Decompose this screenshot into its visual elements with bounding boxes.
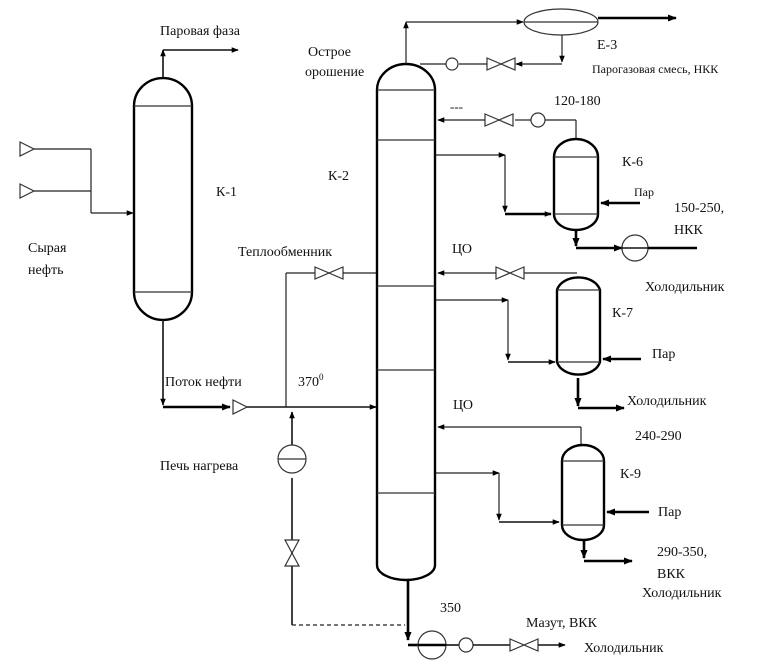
heat-exchanger-label: Теплообменник	[238, 245, 332, 260]
temp-370-label: 3700	[298, 372, 324, 390]
oil-stream-line	[160, 320, 377, 415]
reflux-pump-icon	[445, 57, 459, 71]
cooler-3-label: Холодильник	[642, 586, 722, 601]
cooler-1-label: Холодильник	[645, 280, 725, 295]
feed-pump-icon-2	[19, 183, 36, 199]
k9-bottom-line	[580, 540, 633, 565]
column-k2	[375, 62, 437, 582]
heat-exchanger-valve-icon	[314, 266, 344, 280]
heating-furnace	[277, 411, 405, 626]
heating-furnace-label: Печь нагрева	[160, 459, 239, 474]
check-valve-icon	[232, 399, 249, 415]
cut-240-290-label: 240-290	[635, 429, 682, 444]
cut-290-350-label-1: 290-350,	[657, 545, 707, 560]
circ-reflux-1-line	[437, 266, 577, 280]
column-k9	[560, 443, 606, 542]
k7-bottom-line	[574, 378, 625, 412]
crude-oil-label-1: Сырая	[28, 241, 67, 256]
k6-bottom-line	[572, 231, 697, 262]
overhead-line	[403, 19, 524, 64]
k6-return-pump-icon	[530, 112, 546, 128]
e3-label: Е-3	[597, 38, 617, 53]
k6-vapor-return-line	[437, 112, 577, 138]
exchanger-e3	[523, 8, 599, 36]
sharp-reflux-label-1: Острое	[308, 45, 351, 60]
cooler-4-label: Холодильник	[584, 641, 664, 656]
k7-label: К-7	[612, 306, 633, 321]
reflux-dash-label: ---	[450, 99, 463, 114]
heat-exchanger-line	[285, 266, 376, 407]
gas-vapor-mix-label: Парогазовая смесь, НКК	[592, 62, 719, 76]
circ-reflux-1-valve-icon	[495, 266, 525, 280]
k7-steam-label: Пар	[652, 347, 675, 362]
column-k6	[552, 137, 600, 232]
k6-return-valve-icon	[484, 113, 514, 127]
vapor-phase-line	[160, 47, 239, 78]
draw-to-k7	[436, 297, 556, 365]
oil-stream-label: Поток нефти	[165, 375, 242, 390]
vapor-phase-label: Паровая фаза	[160, 24, 241, 39]
feed-pump-icon-1	[19, 141, 36, 157]
furnace-valve-icon	[283, 539, 301, 567]
sharp-reflux-label-2: орошение	[305, 65, 364, 80]
k2-bottom-line	[404, 580, 566, 660]
fuel-oil-valve-icon	[509, 638, 539, 652]
k9-steam-label: Пар	[658, 505, 681, 520]
circ-reflux-2-line	[437, 424, 582, 445]
k6-label: К-6	[622, 155, 643, 170]
draw-to-k9	[436, 470, 560, 525]
k6-steam-label: Пар	[634, 185, 654, 199]
column-k7	[555, 276, 602, 376]
k1-label: К-1	[216, 185, 237, 200]
k9-label: К-9	[620, 467, 641, 482]
circ-reflux-2-label: ЦО	[453, 398, 473, 413]
column-k1	[132, 76, 194, 322]
cut-150-250-label-2: НКК	[674, 223, 703, 238]
crude-feed-lines	[19, 141, 134, 216]
circ-reflux-1-label: ЦО	[452, 242, 472, 257]
draw-to-k6	[436, 152, 552, 217]
crude-oil-label-2: нефть	[28, 263, 63, 278]
cooler-2-label: Холодильник	[627, 394, 707, 409]
cut-290-350-label-2: ВКК	[657, 567, 686, 582]
cut-150-250-label-1: 150-250,	[674, 201, 724, 216]
sharp-reflux-line	[420, 35, 565, 71]
k2-label: К-2	[328, 169, 349, 184]
cut-120-180-label: 120-180	[554, 94, 601, 109]
temp-350-label: 350	[440, 601, 461, 616]
bottom-small-pump-icon	[458, 637, 474, 653]
fuel-oil-label: Мазут, ВКК	[526, 616, 598, 631]
reflux-valve-icon	[486, 57, 516, 71]
